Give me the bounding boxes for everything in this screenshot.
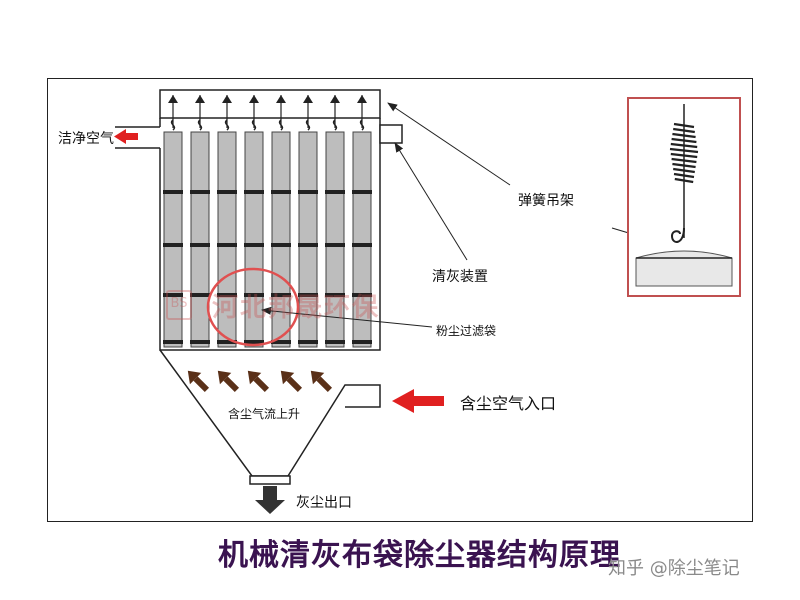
- top-plenum: [159, 89, 381, 119]
- label-airflow-up: 含尘气流上升: [228, 407, 301, 421]
- spring-hanger: [168, 95, 178, 131]
- spring-hanger: [249, 95, 259, 131]
- airflow-arrows: [187, 370, 333, 393]
- airflow-arrow: [247, 370, 270, 393]
- label-dust-bag: 粉尘过滤袋: [436, 324, 497, 338]
- cleaning-device-box: [379, 124, 403, 144]
- inlet-red-arrow: [392, 389, 444, 413]
- airflow-arrow: [280, 370, 303, 393]
- diagram-frame: [47, 78, 753, 522]
- bag-housing: [159, 118, 381, 351]
- spring-hanger: [222, 95, 232, 131]
- label-clean-air: 洁净空气: [58, 131, 114, 147]
- airflow-arrow: [187, 370, 210, 393]
- label-cleaning-device: 清灰装置: [432, 269, 488, 285]
- filter-bag: [190, 131, 210, 348]
- spring-hanger-detail-inset: [627, 97, 741, 297]
- spring-hangers: [168, 95, 367, 131]
- clean-air-outlet: [115, 126, 160, 149]
- spring-hanger: [195, 95, 205, 131]
- dust-bag-highlight: [206, 267, 300, 347]
- label-dusty-air-inlet: 含尘空气入口: [460, 394, 557, 413]
- ash-outlet-arrow: [255, 486, 285, 514]
- filter-bags: [163, 131, 372, 348]
- airflow-arrow: [217, 370, 240, 393]
- label-spring-hanger: 弹簧吊架: [518, 193, 574, 209]
- airflow-arrow: [310, 370, 333, 393]
- watermark-logo-mark: BS: [166, 290, 192, 320]
- spring-hanger: [330, 95, 340, 131]
- ash-hopper: [159, 349, 381, 485]
- watermark-text: 河北邦晟环保: [212, 293, 381, 323]
- diagram-title: 机械清灰布袋除尘器结构原理: [218, 538, 621, 573]
- label-ash-outlet: 灰尘出口: [296, 495, 352, 511]
- spring-hanger: [303, 95, 313, 131]
- spring-hanger: [357, 95, 367, 131]
- source-credit: 知乎 @除尘笔记: [608, 558, 740, 579]
- spring-hanger: [276, 95, 286, 131]
- clean-air-red-arrow: [114, 129, 138, 144]
